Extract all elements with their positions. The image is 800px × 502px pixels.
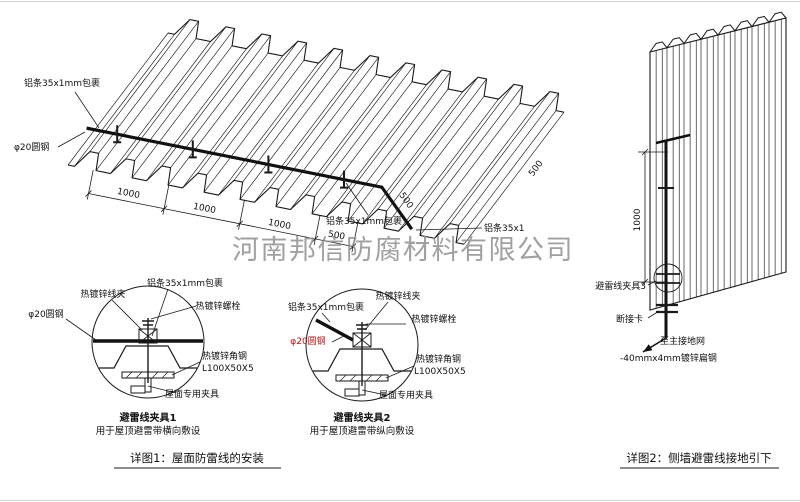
wall-dimension-lines xyxy=(638,148,668,286)
clamp-3-plates xyxy=(656,273,680,284)
detail-1-title: 避雷线夹具1 xyxy=(119,411,177,424)
roof-isometric-view xyxy=(67,18,565,253)
wall-label-flat-steel: -40mmx4mm镀锌扁钢 xyxy=(620,352,717,364)
roof-label-round-steel: φ20圆钢 xyxy=(14,141,49,153)
to-ground-arrow-head xyxy=(643,344,653,352)
d1-label-angle-steel: 热镀锌角钢 xyxy=(202,350,247,362)
d2-label-angle-steel-spec: L100X50X5 xyxy=(414,367,466,377)
figure-captions: 详图1：屋面防雷线的安装 详图2：侧墙避雷线接地引下 xyxy=(114,451,779,469)
roof-clamp-block xyxy=(344,388,360,397)
roof-label-aluminum-strip-end: 铝条35x1 xyxy=(484,222,525,234)
roof-annotations: 铝条35x1mm包裹 φ20圆钢 铝条35x1mm包裹 铝条35x1 1000 … xyxy=(14,77,546,243)
wall-top-corrugation-profile xyxy=(649,11,787,53)
roof-belt-tick xyxy=(655,133,691,145)
clamp-3-detail-circle xyxy=(653,263,683,293)
detail-2-view: 铝条35x1mm包裹 热镀锌线夹 热镀锌螺栓 φ20圆钢 热镀锌角钢 L100X… xyxy=(288,288,466,437)
roof-lightning-wire xyxy=(86,126,414,231)
roof-sheet-profile xyxy=(313,348,411,372)
wall-annotations: 1000 避雷线夹具3 断接卡 至主接地网 -40mmx4mm镀锌扁钢 xyxy=(595,133,717,364)
roof-dim-1000-3: 1000 xyxy=(267,218,292,232)
roof-eave-profile xyxy=(67,150,465,245)
detail-1-circle xyxy=(91,285,205,399)
detail-2-subtitle: 用于屋顶避雷带纵向敷设 xyxy=(310,425,415,437)
detail-1-view: 热镀锌线夹 铝条35x1mm包裹 热镀锌螺栓 φ20圆钢 热镀锌角钢 L100X… xyxy=(28,277,253,437)
d2-label-aluminum-wrap: 铝条35x1mm包裹 xyxy=(288,301,364,313)
angle-steel-hatch xyxy=(339,374,383,382)
roof-dim-500-edge: 500 xyxy=(527,159,545,179)
detail-1-leader-lines xyxy=(65,288,201,394)
d2-label-round-steel: φ20圆钢 xyxy=(290,335,325,347)
d2-label-wire-clip: 热镀锌线夹 xyxy=(375,290,420,302)
detail-1-subtitle: 用于屋顶避雷带横向敷设 xyxy=(96,425,201,437)
roof-dim-500: 500 xyxy=(327,229,346,242)
bolt xyxy=(356,322,368,386)
d1-label-wire-clip: 热镀锌线夹 xyxy=(80,288,125,300)
d2-label-roof-clamp: 屋面专用夹具 xyxy=(379,389,433,401)
roof-dim-1000-2: 1000 xyxy=(192,202,217,216)
d1-label-roof-clamp: 屋面专用夹具 xyxy=(165,388,219,400)
angle-steel-vertical-leg xyxy=(358,380,366,396)
roof-wire-clamp-marks xyxy=(113,125,348,189)
lightning-wire-section xyxy=(315,318,354,342)
detail-2-title: 避雷线夹具2 xyxy=(333,411,391,424)
roof-back-profile xyxy=(167,18,565,113)
angle-steel-vertical-leg xyxy=(144,377,152,393)
d1-label-round-steel: φ20圆钢 xyxy=(28,308,63,320)
side-wall-view xyxy=(649,11,787,311)
bolt xyxy=(142,318,154,383)
roof-label-aluminum-wrap-bottom: 铝条35x1mm包裹 xyxy=(326,215,402,227)
roof-leader-lines xyxy=(57,91,483,231)
detail-2-circle xyxy=(305,288,419,402)
roof-label-aluminum-wrap-top: 铝条35x1mm包裹 xyxy=(24,77,100,89)
wall-label-disconnect: 断接卡 xyxy=(616,313,643,325)
d2-label-angle-steel: 热镀锌角钢 xyxy=(416,353,461,365)
d1-label-angle-steel-spec: L100X50X5 xyxy=(202,364,254,374)
roof-dim-1000-1: 1000 xyxy=(116,187,141,201)
detail-2-leader-lines xyxy=(321,301,415,396)
d2-label-bolt: 热镀锌螺栓 xyxy=(411,313,456,325)
figure-1-caption: 详图1：屋面防雷线的安装 xyxy=(130,451,264,465)
d1-label-aluminum-wrap: 铝条35x1mm包裹 xyxy=(147,277,223,289)
wall-leader-lines xyxy=(647,280,660,319)
figure-2-caption: 详图2：侧墙避雷线接地引下 xyxy=(626,451,771,465)
wall-label-clamp3: 避雷线夹具3 xyxy=(595,280,646,292)
roof-clamp-block xyxy=(130,385,146,394)
wall-corrugation-lines xyxy=(649,18,787,310)
roof-eave-dimension-chain xyxy=(85,169,359,253)
roof-ridge-lines xyxy=(67,19,565,245)
d1-label-bolt: 热镀锌螺栓 xyxy=(195,300,240,312)
angle-steel-hatch xyxy=(125,371,169,379)
company-watermark: 河南邦信防腐材料有限公司 xyxy=(232,235,574,266)
wall-label-to-ground: 至主接地网 xyxy=(660,335,705,347)
disconnect-link-plates xyxy=(656,303,678,314)
roof-sheet-profile xyxy=(99,345,197,369)
wall-dim-1000: 1000 xyxy=(633,208,643,231)
